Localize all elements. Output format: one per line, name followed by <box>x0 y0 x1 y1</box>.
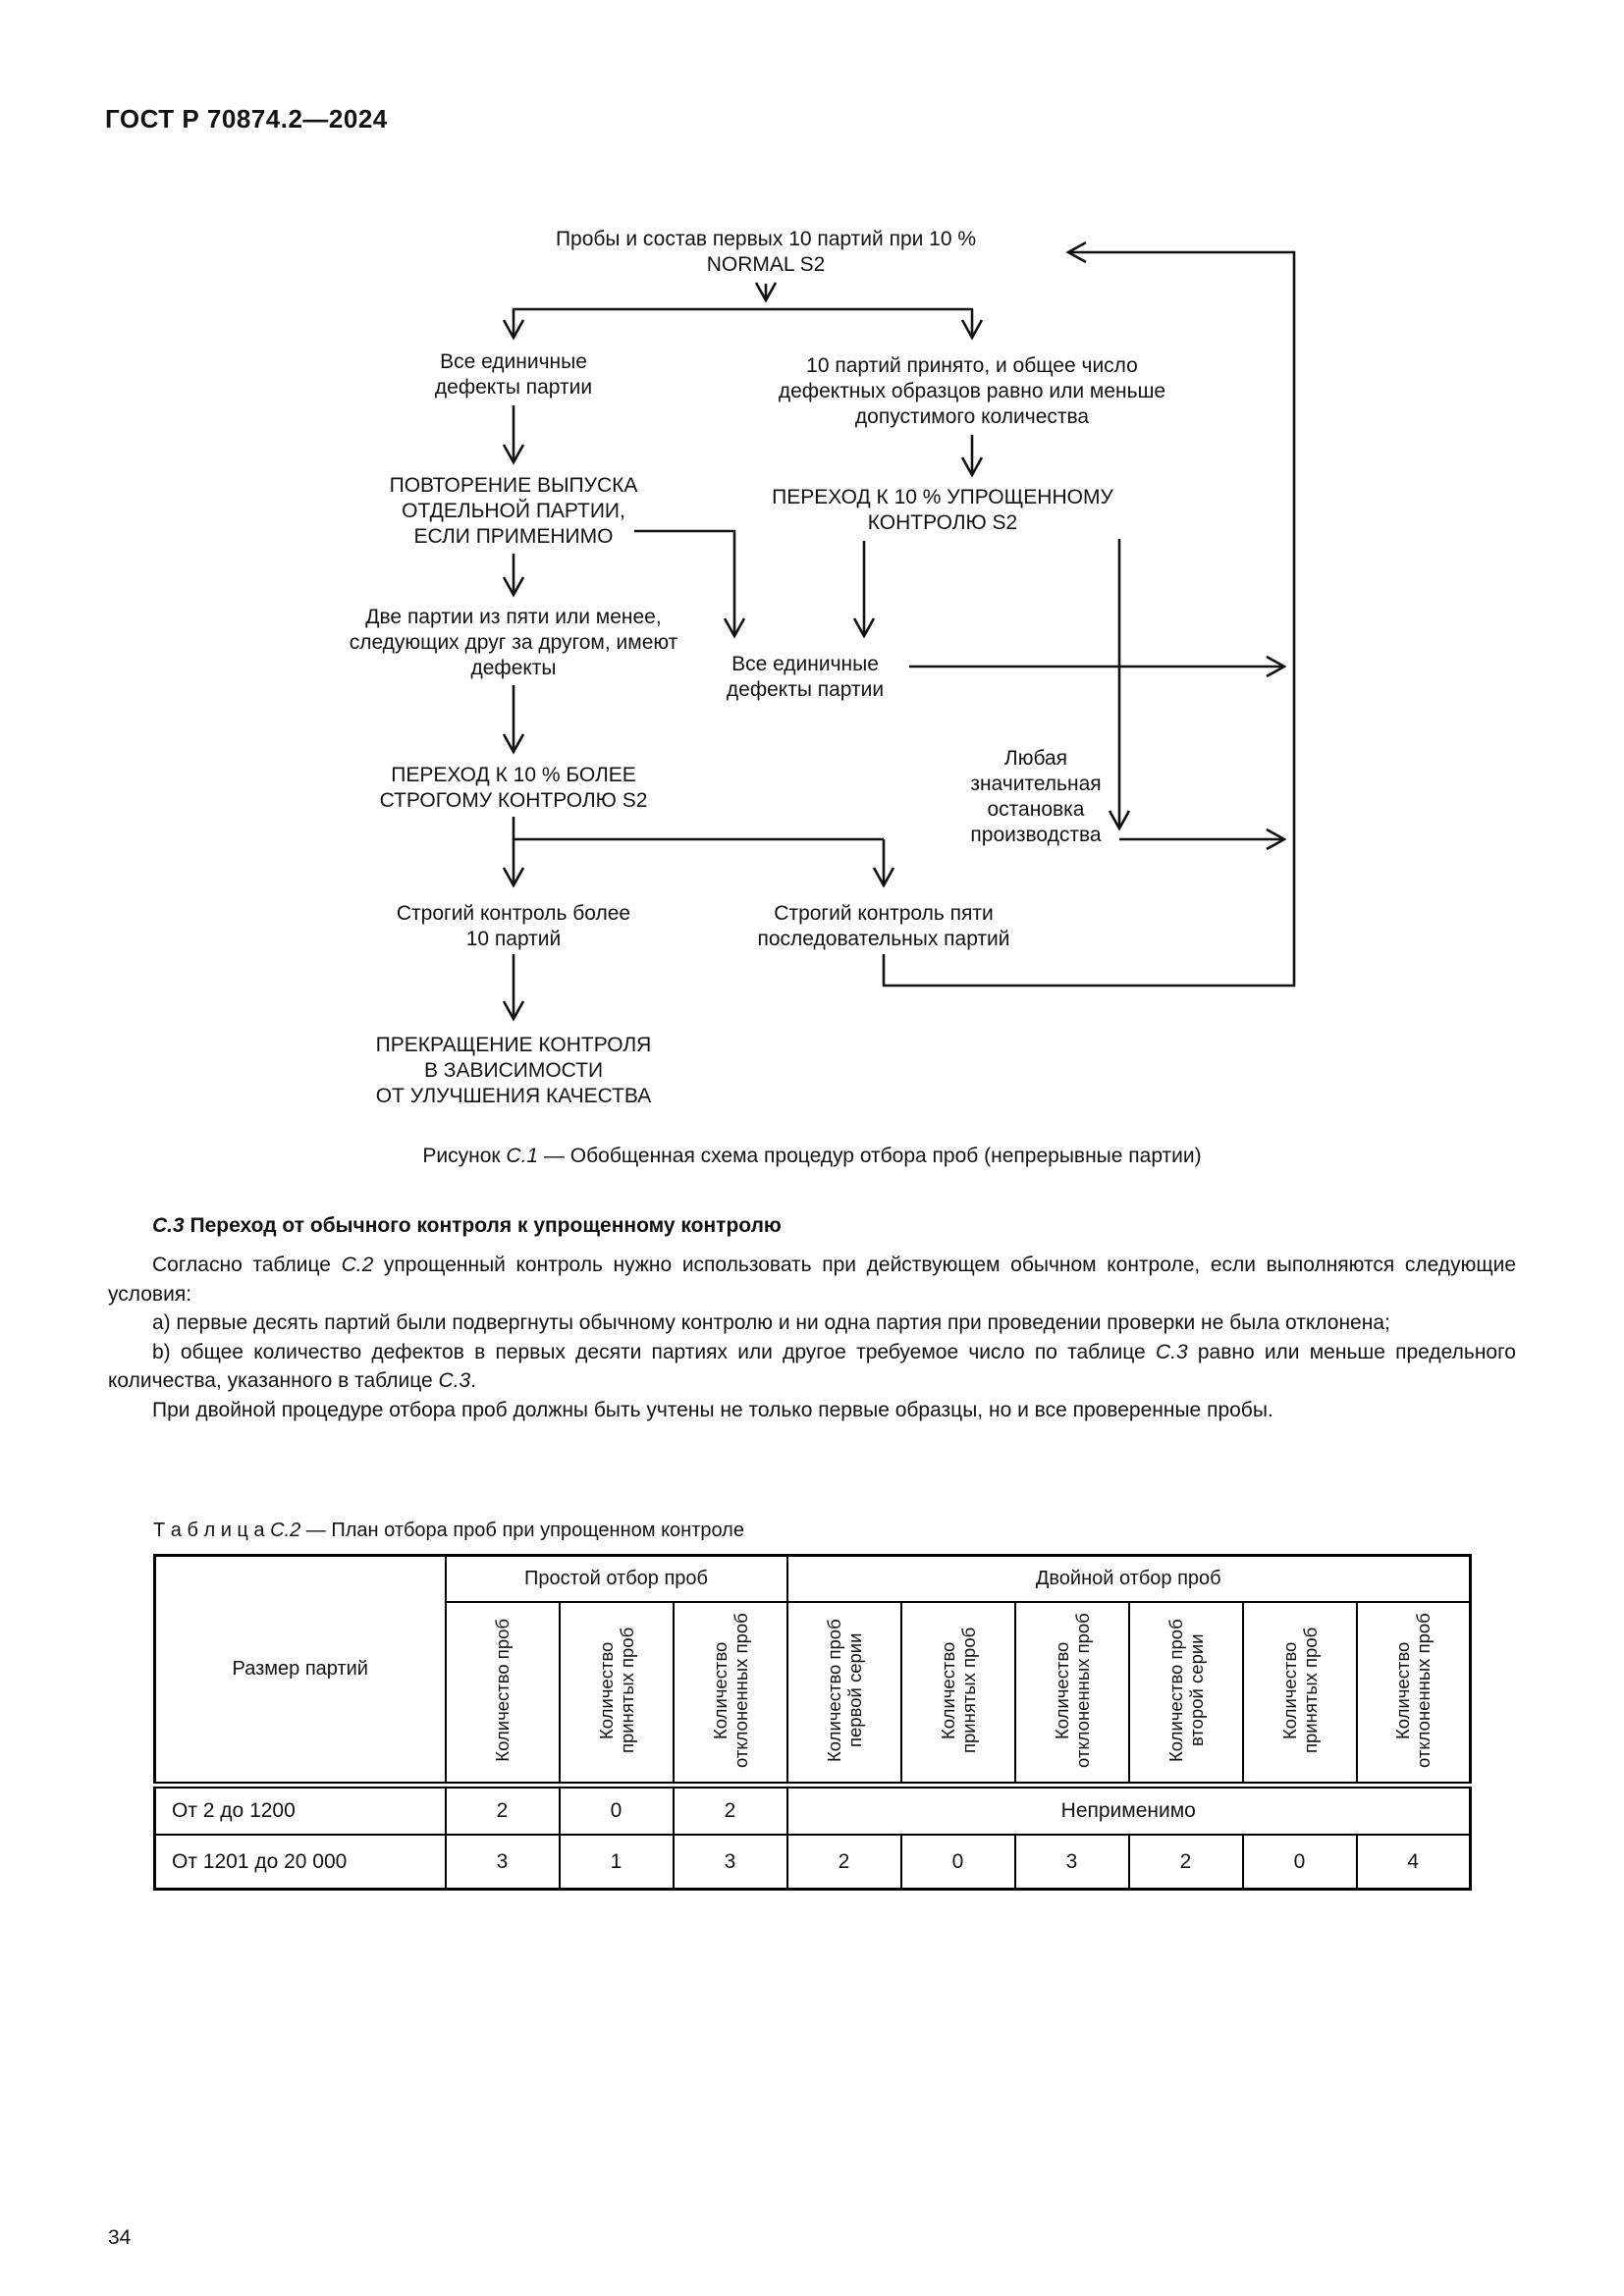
flow-node-all-single-defects-2: Все единичные дефекты партии <box>726 653 885 701</box>
table-cell: 2 <box>1127 1834 1244 1891</box>
table-cell-lot-size: От 2 до 1200 <box>153 1784 447 1836</box>
table-cell-not-applicable: Неприменимо <box>785 1784 1472 1836</box>
table-caption-text: — План отбора проб при упрощенном контро… <box>300 1520 744 1541</box>
table-column-header: Количество проб <box>444 1601 561 1789</box>
table-row: От 2 до 1200 2 0 2 Неприменимо <box>153 1784 1472 1836</box>
table-caption-prefix: Т а б л и ц а <box>153 1520 271 1541</box>
flow-node-discontinue-inspection: ПРЕКРАЩЕНИЕ КОНТРОЛЯ В ЗАВИСИМОСТИ ОТ УЛ… <box>375 1034 652 1107</box>
figure-caption: Рисунок С.1 — Обобщенная схема процедур … <box>108 1145 1516 1168</box>
table-column-header: Количество принятых проб <box>558 1601 675 1789</box>
flow-node-tightened-five-consecutive: Строгий контроль пяти последовательных п… <box>757 902 1010 950</box>
table-column-header: Количество принятых проб <box>899 1601 1016 1789</box>
table-cell: 2 <box>785 1834 902 1891</box>
table-cell: 3 <box>1013 1834 1130 1891</box>
figure-caption-ref: С.1 <box>506 1145 539 1167</box>
figure-caption-prefix: Рисунок <box>422 1145 507 1167</box>
table-column-header: Количество проб второй серии <box>1127 1601 1244 1789</box>
table-row: От 1201 до 20 000 3 1 3 2 0 3 2 0 4 <box>153 1834 1472 1891</box>
table-column-header: Количество отклоненных проб <box>1013 1601 1130 1789</box>
table-cell: 0 <box>558 1784 675 1836</box>
table-cell: 1 <box>558 1834 675 1891</box>
body-text: Согласно таблице С.2 упрощенный контроль… <box>108 1251 1516 1424</box>
table-row-header: Размер партий <box>153 1554 447 1789</box>
table-column-header: Количество проб первой серии <box>785 1601 902 1789</box>
table-cell: 2 <box>444 1784 561 1836</box>
paragraph: При двойной процедуре отбора проб должны… <box>152 1398 1273 1421</box>
table-cell: 2 <box>672 1784 788 1836</box>
flow-node-switch-tightened: ПЕРЕХОД К 10 % БОЛЕЕ СТРОГОМУ КОНТРОЛЮ S… <box>379 764 648 812</box>
section-heading: С.3 Переход от обычного контроля к упрощ… <box>152 1214 782 1238</box>
flow-node-start-normal-s2: Пробы и состав первых 10 партий при 10 %… <box>555 228 977 276</box>
table-cell-lot-size: От 1201 до 20 000 <box>153 1834 447 1891</box>
table-cell: 3 <box>672 1834 788 1891</box>
paragraph: b) общее количество дефектов в первых де… <box>108 1340 1516 1393</box>
table-column-header: Количество отклоненных проб <box>1355 1601 1472 1789</box>
table-cell: 4 <box>1355 1834 1472 1891</box>
section-title: Переход от обычного контроля к упрощенно… <box>184 1214 782 1237</box>
table-column-header: Количество отклоненных проб <box>672 1601 788 1789</box>
page-number: 34 <box>108 2226 132 2249</box>
table-cell: 0 <box>899 1834 1016 1891</box>
flow-node-repeat-release: ПОВТОРЕНИЕ ВЫПУСКА ОТДЕЛЬНОЙ ПАРТИИ, ЕСЛ… <box>389 474 638 548</box>
flow-node-production-stoppage: Любая значительная остановка производств… <box>970 747 1102 846</box>
table-cell: 3 <box>444 1834 561 1891</box>
table-column-header: Количество принятых проб <box>1241 1601 1358 1789</box>
flow-node-tightened-more-10: Строгий контроль более 10 партий <box>396 902 631 950</box>
document-title: ГОСТ Р 70874.2—2024 <box>105 104 388 133</box>
paragraph: Согласно таблице С.2 упрощенный контроль… <box>108 1254 1517 1306</box>
flow-node-ten-lots-accepted: 10 партий принято, и общее число дефектн… <box>778 354 1166 428</box>
figure-caption-text: — Обобщенная схема процедур отбора проб … <box>538 1145 1202 1167</box>
table-cell: 0 <box>1241 1834 1358 1891</box>
flow-node-all-single-defects-1: Все единичные дефекты партии <box>434 350 593 399</box>
sampling-plan-table: Размер партий Простой отбор проб Двойной… <box>153 1554 1472 1891</box>
table-group-header-simple: Простой отбор проб <box>444 1554 788 1603</box>
flow-node-switch-reduced: ПЕРЕХОД К 10 % УПРОЩЕННОМУ КОНТРОЛЮ S2 <box>772 486 1113 534</box>
table-caption: Т а б л и ц а С.2 — План отбора проб при… <box>153 1520 744 1542</box>
table-caption-ref: С.2 <box>270 1520 301 1541</box>
section-number: С.3 <box>152 1214 185 1237</box>
table-group-header-double: Двойной отбор проб <box>785 1554 1472 1603</box>
flow-node-two-of-five-lots: Две партии из пяти или менее, следующих … <box>349 606 678 679</box>
paragraph: a) первые десять партий были подвергнуты… <box>152 1311 1390 1334</box>
